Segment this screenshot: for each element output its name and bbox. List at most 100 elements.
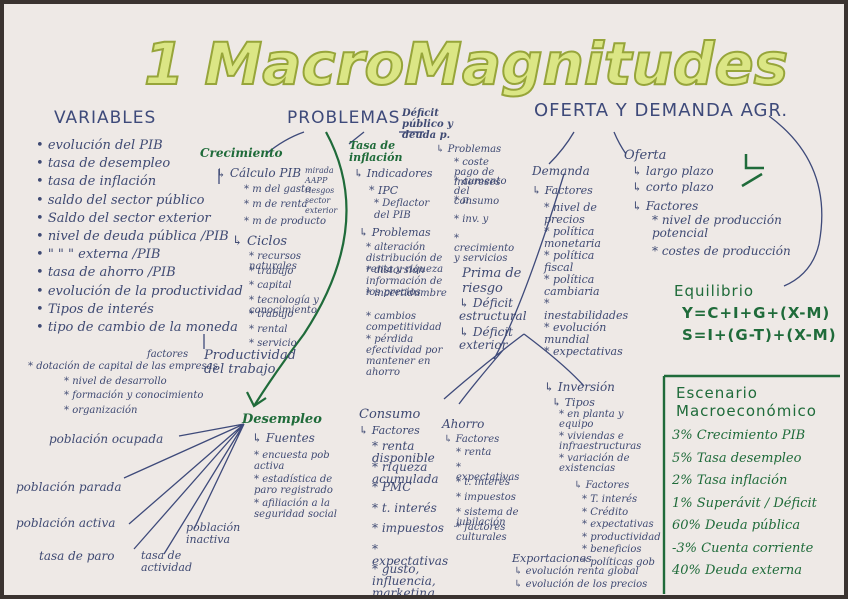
inflacion-problema-5: * pérdida efectividad por mantener en ah…	[366, 334, 443, 378]
consumo-item-1: * renta disponible	[372, 439, 435, 465]
consumo-factores: ↳ Factores	[359, 424, 420, 437]
problemas-heading: PROBLEMAS	[287, 108, 401, 128]
escenario-item-1: 3% Crecimiento PIB	[672, 428, 806, 443]
variable-item-6: • nivel de deuda pública /PIB	[36, 229, 229, 244]
variables-heading: VARIABLES	[54, 108, 157, 128]
desempleo-label-1: población ocupada	[49, 432, 164, 446]
ahorro-item-6: * factores culturales	[456, 522, 507, 543]
escenario-heading: Escenario Macroeconómico	[676, 384, 817, 420]
crecimiento-heading: Crecimiento	[200, 146, 283, 160]
ciclos-item-1: * recursos naturales	[249, 251, 301, 272]
export-item-1: ↳ evolución renta global	[514, 566, 639, 577]
title-banner: 1 MacroMagnitudes	[143, 29, 789, 99]
metodo-renta: * m de renta	[244, 199, 308, 210]
ahorro-item-4: * impuestos	[456, 492, 516, 503]
inversion-tipo-3: * variación de existencias	[559, 453, 630, 474]
oferta-factor-1: * nivel de producción potencial	[652, 213, 782, 240]
ciclos-item-3: * capital	[249, 280, 292, 291]
equilibrio-heading: Equilibrio	[674, 282, 755, 300]
inversion-tipo-1: * en planta y equipo	[559, 409, 624, 430]
desempleo-heading: Desempleo	[242, 412, 322, 427]
productividad-heading: Productividad del trabajo	[204, 348, 297, 377]
largo-plazo: ↳ largo plazo	[632, 164, 714, 178]
metodo-producto: * m de producto	[244, 216, 327, 227]
variable-item-10: • Tipos de interés	[36, 301, 154, 317]
demanda-item-6: * evolución mundial	[544, 321, 607, 346]
calculo-pib: ↳ Cálculo PIB	[216, 166, 302, 180]
consumo-item-7: * gusto, influencia, marketing...	[372, 562, 447, 595]
demanda-item-2: * política monetaria	[544, 225, 601, 250]
deficit-heading: Déficit público y deuda p.	[402, 108, 453, 141]
desempleo-label-5: tasa de paro	[39, 549, 115, 563]
inflacion-problema-3: * incertidumbre	[366, 288, 447, 299]
inflacion-problema-1: * alteración distribución de renta y riq…	[366, 242, 444, 275]
mirada-note: mirada AAPP riesgos sector exterior	[305, 166, 338, 215]
corto-plazo: ↳ corto plazo	[632, 180, 714, 194]
notebook-page: 1 MacroMagnitudes VARIABLES • evolución …	[4, 4, 844, 595]
desempleo-label-2: población parada	[16, 480, 122, 494]
deficit-problemas-label: ↳ Problemas	[436, 144, 502, 155]
connector-problemas-crecimiento	[265, 131, 305, 155]
consumo-item-6: * expectativas	[372, 541, 449, 568]
ahorro-item-1: * renta	[456, 447, 492, 458]
inversion-heading: ↳ Inversión	[544, 380, 615, 394]
deflactor-item: * Deflactor del PIB	[374, 198, 430, 221]
equilibrio-eq-1: Y=C+I+G+(X-M)	[682, 304, 831, 322]
variable-item-3: • tasa de inflación	[36, 174, 157, 190]
connector-oferta-oferta	[613, 131, 627, 155]
ahorro-factores: ↳ Factores	[444, 434, 500, 445]
oferta-factor-2: * costes de producción	[652, 244, 791, 258]
fuentes-label: ↳ Fuentes	[252, 431, 315, 445]
desempleo-label-6: tasa de actividad	[141, 549, 193, 574]
deficit-problema-4: * inv. y	[454, 214, 489, 225]
demanda-item-4: * política cambiaria	[544, 273, 600, 298]
escenario-item-5: 60% Deuda pública	[672, 518, 801, 533]
consumo-item-4: * t. interés	[372, 500, 437, 515]
inflacion-heading: Tasa de inflación	[349, 139, 403, 164]
variable-item-7: • " " " externa /PIB	[36, 247, 161, 263]
demanda-item-1: * nivel de precios	[544, 201, 597, 226]
inflacion-problema-4: * cambios competitividad	[366, 311, 442, 333]
demanda-factores: ↳ Factores	[532, 184, 593, 197]
escenario-box-border	[662, 374, 840, 594]
connector-equilibrio-branches	[443, 173, 585, 405]
connector-lines	[123, 115, 840, 594]
ciclos-item-2: * trabajo	[249, 265, 294, 277]
export-item-2: ↳ evolución de los precios	[514, 579, 648, 590]
inflacion-problemas-label: ↳ Problemas	[359, 226, 431, 239]
cp-curve-icon	[741, 172, 763, 188]
consumo-item-2: * riqueza acumulada	[372, 459, 439, 486]
prima-riesgo: Prima de riesgo	[462, 266, 522, 296]
inflacion-problema-2: * distorsión información de los precios	[366, 265, 443, 298]
desempleo-fuente-2: * estadística de paro registrado	[254, 474, 333, 496]
connector-arrow-head	[246, 391, 267, 408]
inversion-factor-4: * productividad	[582, 531, 661, 543]
deficit-problema-1: * coste pago de intereses	[454, 157, 501, 188]
metodo-gasto: * m del gasto	[244, 184, 312, 195]
ciclos-item-7: * servicio	[249, 338, 297, 349]
escenario-item-7: 40% Deuda externa	[672, 563, 802, 578]
inversion-factor-3: * expectativas	[582, 519, 654, 530]
connector-desempleo-labels	[123, 423, 245, 555]
ciclos-item-5: * trabajo	[249, 309, 294, 320]
productividad-item-1: * dotación de capital de las empresas	[28, 361, 218, 372]
ahorro-heading: Ahorro	[442, 417, 485, 431]
productividad-factores: factores	[147, 349, 189, 360]
oferta-factores: ↳ Factores	[632, 199, 699, 213]
ciclos-item-4: * tecnología y conocimiento	[249, 294, 319, 316]
demanda-item-5: * inestabilidades	[544, 297, 629, 322]
inversion-factores: ↳ Factores	[574, 480, 630, 491]
connector-oferta-demanda	[548, 131, 575, 165]
connector-problemas-desempleo	[253, 131, 348, 407]
escenario-item-6: -3% Cuenta corriente	[672, 540, 814, 556]
page-title: 1 MacroMagnitudes	[144, 30, 788, 98]
deficit-estructural: ↳ Déficit estructural	[459, 296, 527, 323]
equilibrio-eq-2: S=I+(G-T)+(X-M)	[682, 326, 837, 344]
deficit-exterior: ↳ Déficit exterior	[459, 325, 513, 352]
demanda-item-7: * expectativas	[544, 345, 623, 358]
lp-curve-icon	[744, 154, 764, 170]
connector-problemas-inflacion	[348, 131, 365, 145]
inversion-factor-5: * beneficios	[582, 544, 642, 555]
connector-oferta-equilibrio	[768, 115, 823, 287]
oferta-demanda-heading: OFERTA Y DEMANDA AGR.	[534, 100, 789, 121]
